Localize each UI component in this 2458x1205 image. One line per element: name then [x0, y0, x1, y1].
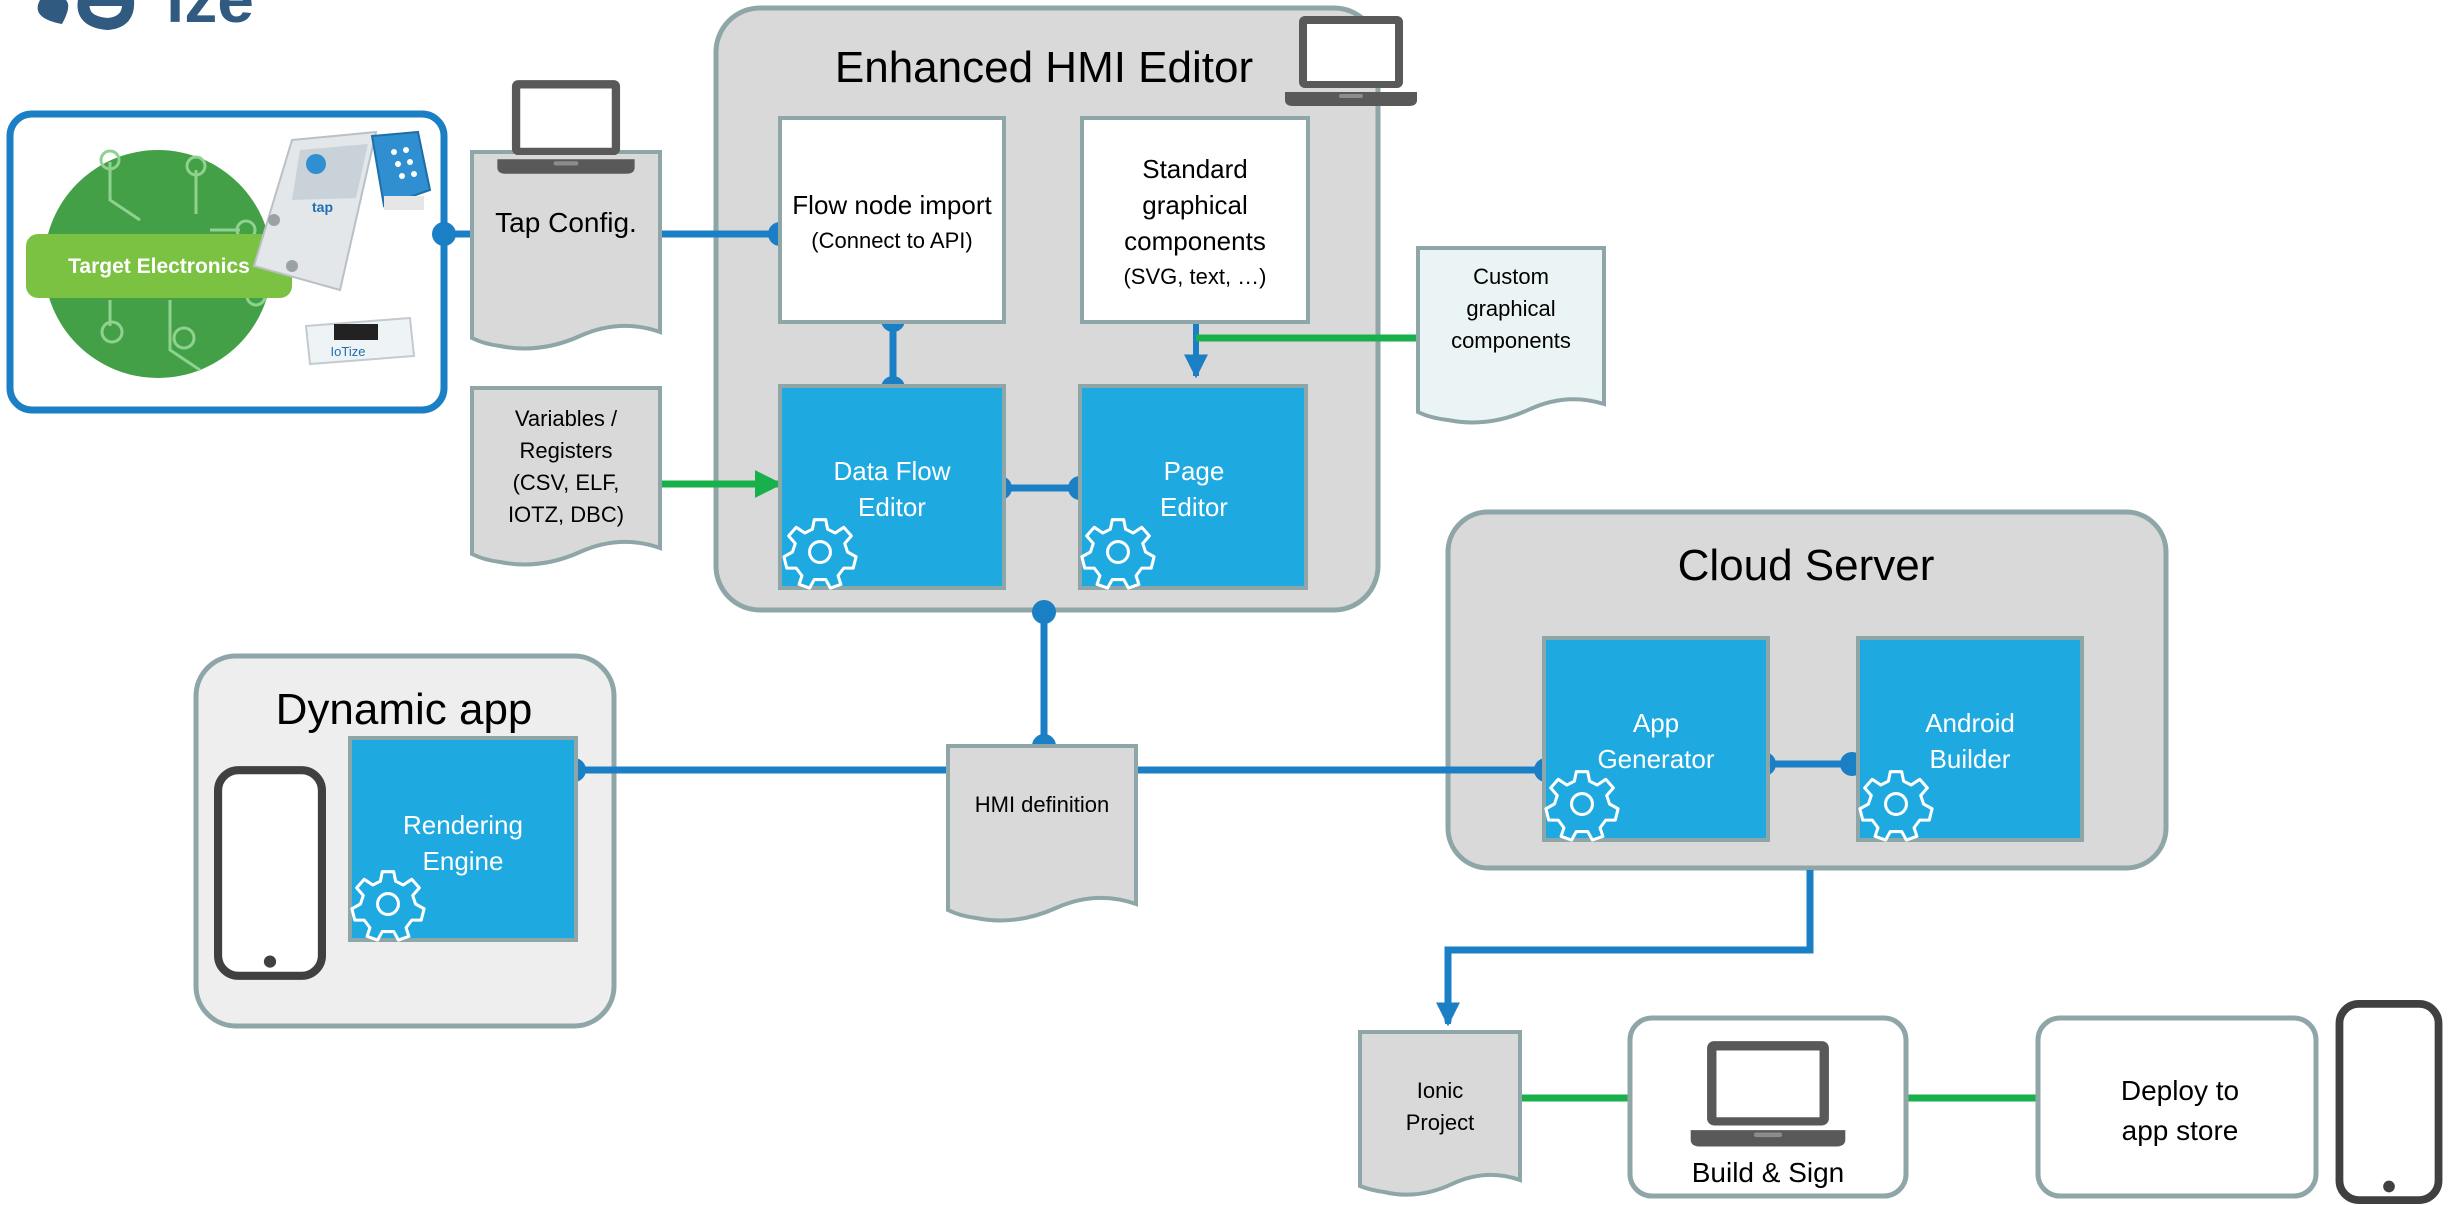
page-editor-line2: Editor: [1160, 492, 1228, 522]
deploy-box: [2035, 1015, 2319, 1199]
deploy-line2: app store: [2122, 1115, 2239, 1146]
custom-graphical-line1: Custom: [1473, 264, 1549, 289]
app-generator-line1: App: [1633, 708, 1679, 738]
iotize-board-label: IoTize: [331, 344, 366, 359]
hmi-definition-document: [946, 744, 1138, 923]
standard-graphical-line3: components: [1124, 226, 1266, 256]
custom-graphical-document: [1416, 246, 1606, 425]
flow-node-import-box: [778, 116, 1006, 324]
custom-graphical-line2: graphical: [1466, 296, 1555, 321]
dongle-device-icon: [370, 130, 432, 210]
laptop-icon: [1285, 16, 1417, 106]
laptop-icon: [497, 80, 635, 174]
deploy-line1: Deploy to: [2121, 1075, 2239, 1106]
iotize-board-icon: IoTize: [304, 316, 416, 366]
custom-graphical-line3: components: [1451, 328, 1571, 353]
variables-line1: Variables /: [515, 406, 618, 431]
app-generator-line2: Generator: [1597, 744, 1714, 774]
target-electronics: Target Electronics tap IoTize: [6, 110, 448, 414]
svg-text:tap: tap: [312, 199, 333, 215]
app-generator-box: [1542, 636, 1770, 842]
android-builder-line1: Android: [1925, 708, 2015, 738]
variables-line2: Registers: [520, 438, 613, 463]
rendering-engine-line1: Rendering: [403, 810, 523, 840]
variables-document: [470, 386, 662, 567]
data-flow-editor-line2: Editor: [858, 492, 926, 522]
rendering-engine-box: [348, 736, 578, 942]
standard-graphical-line2: graphical: [1142, 190, 1248, 220]
smartphone-icon: [2339, 1004, 2438, 1200]
tap-device-icon: tap: [252, 130, 378, 292]
data-flow-editor-box: [778, 384, 1006, 590]
page-editor-box: [1078, 384, 1308, 590]
smartphone-icon: [218, 770, 322, 976]
android-builder-box: [1856, 636, 2084, 842]
android-builder-line2: Builder: [1930, 744, 2011, 774]
ionic-project-line1: Ionic: [1417, 1078, 1463, 1103]
standard-graphical-line1: Standard: [1142, 154, 1248, 184]
tap-config-label: Tap Config.: [495, 207, 637, 238]
connector-lines: [444, 230, 1852, 1022]
page-editor-line1: Page: [1164, 456, 1225, 486]
target-electronics-badge: [26, 234, 292, 298]
build-sign-label: Build & Sign: [1692, 1157, 1845, 1188]
flow-node-import-line2: (Connect to API): [811, 228, 972, 253]
variables-line4: IOTZ, DBC): [508, 502, 624, 527]
hmi-definition-label: HMI definition: [975, 792, 1110, 817]
rendering-engine-line2: Engine: [423, 846, 504, 876]
data-flow-editor-line1: Data Flow: [833, 456, 950, 486]
tap-config-document: [470, 150, 662, 351]
standard-graphical-box: [1080, 116, 1310, 324]
laptop-icon: [1690, 1041, 1846, 1147]
target-electronics-label: Target Electronics: [68, 255, 250, 278]
variables-line3: (CSV, ELF,: [513, 470, 620, 495]
ionic-project-line2: Project: [1406, 1110, 1474, 1135]
ionic-project-document: [1358, 1030, 1522, 1197]
logo-text: ize: [166, 0, 254, 36]
dynamic-app-title: Dynamic app: [276, 685, 533, 734]
cloud-server-title: Cloud Server: [1678, 541, 1935, 590]
standard-graphical-line4: (SVG, text, …): [1123, 264, 1266, 289]
flow-node-import-line1: Flow node import: [792, 190, 992, 220]
hmi-editor-title: Enhanced HMI Editor: [835, 43, 1253, 92]
company-logo: ize: [37, 0, 254, 36]
